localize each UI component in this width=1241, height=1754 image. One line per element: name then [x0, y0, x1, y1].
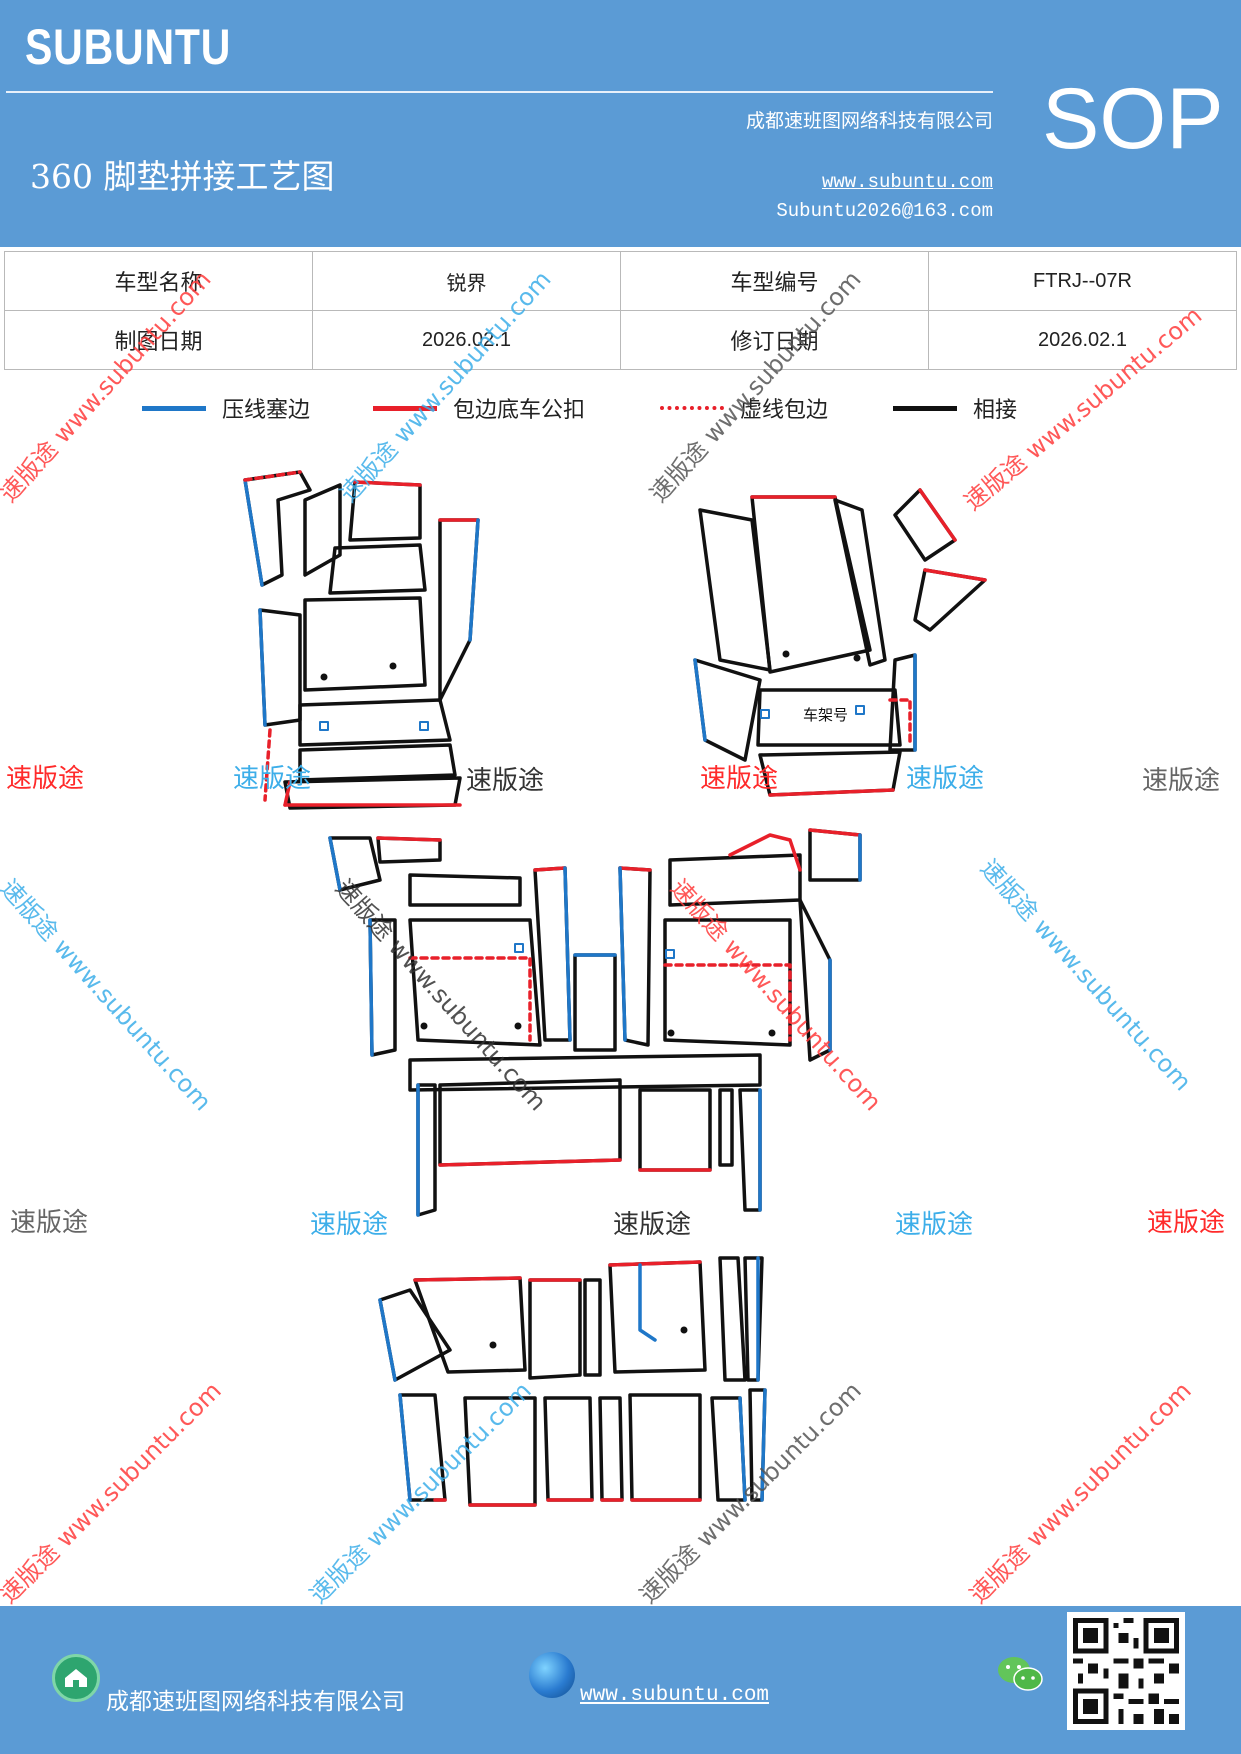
- legend-swatch-blue: [142, 405, 206, 411]
- header-company: 成都速班图网络科技有限公司: [745, 110, 993, 132]
- legend-item: 虚线包边: [660, 392, 828, 424]
- legend: 压线塞边 包边底车公扣 虚线包边 相接: [0, 392, 1241, 432]
- watermark: 速版途: [1147, 1208, 1226, 1238]
- model-name-value: 锐界: [312, 251, 621, 311]
- legend-label: 压线塞边: [222, 398, 311, 423]
- legend-swatch-dotted: [660, 406, 724, 410]
- frame-number-label: 车架号: [803, 706, 848, 724]
- mat-middle-row: [328, 828, 862, 1217]
- watermark: 速版途: [1142, 766, 1221, 796]
- footer-website-link[interactable]: www.subuntu.com: [580, 1684, 770, 1707]
- revise-date-label: 修订日期: [620, 310, 929, 370]
- header-website-link[interactable]: www.subuntu.com: [821, 171, 993, 193]
- model-code-label: 车型编号: [620, 251, 929, 311]
- legend-item: 相接: [893, 392, 1017, 424]
- watermark: 速版途: [10, 1208, 89, 1238]
- watermark: 速版途: [613, 1210, 692, 1240]
- mat-rear: [378, 1256, 767, 1507]
- model-name-label: 车型名称: [4, 251, 313, 311]
- legend-label: 虚线包边: [740, 398, 829, 423]
- legend-label: 包边底车公扣: [453, 398, 586, 423]
- mat-front-right: [693, 488, 987, 797]
- watermark: 速版途: [700, 764, 779, 794]
- page-title: 360 脚垫拼接工艺图: [30, 157, 335, 196]
- watermark: 速版途: [233, 764, 312, 794]
- brand-logo: SUBUNTU: [25, 19, 232, 75]
- draw-date-value: 2026.02.1: [312, 310, 621, 370]
- draw-date-label: 制图日期: [4, 310, 313, 370]
- watermark: 速版途: [895, 1210, 974, 1240]
- qr-code[interactable]: [1067, 1612, 1185, 1730]
- info-table: 车型名称 锐界 车型编号 FTRJ--07R 制图日期 2026.02.1 修订…: [4, 251, 1237, 370]
- legend-swatch-black: [893, 405, 957, 411]
- watermark: 速版途: [310, 1210, 389, 1240]
- watermark: 速版途: [6, 764, 85, 794]
- legend-item: 包边底车公扣: [373, 392, 585, 424]
- watermark: 速版途: [906, 764, 985, 794]
- revise-date-value: 2026.02.1: [928, 310, 1237, 370]
- footer-company: 成都速班图网络科技有限公司: [106, 1689, 405, 1715]
- header-banner: SUBUNTU 成都速班图网络科技有限公司 360 脚垫拼接工艺图 www.su…: [0, 0, 1241, 247]
- table-row: 制图日期 2026.02.1 修订日期 2026.02.1: [4, 310, 1237, 370]
- doc-type-label: SOP: [1042, 71, 1224, 167]
- watermark: 速版途: [466, 766, 545, 796]
- globe-icon: [529, 1652, 575, 1698]
- legend-item: 压线塞边: [142, 392, 310, 424]
- header-email[interactable]: Subuntu2026@163.com: [776, 200, 993, 222]
- floor-mat-diagram: 车架号: [243, 470, 987, 1507]
- home-icon: [52, 1654, 100, 1702]
- wechat-icon[interactable]: [996, 1654, 1044, 1694]
- legend-swatch-red: [373, 405, 437, 411]
- legend-label: 相接: [973, 398, 1018, 423]
- header-divider: [6, 91, 993, 93]
- footer: 成都速班图网络科技有限公司 www.subuntu.com: [0, 1606, 1241, 1754]
- mat-front-left: [243, 470, 480, 810]
